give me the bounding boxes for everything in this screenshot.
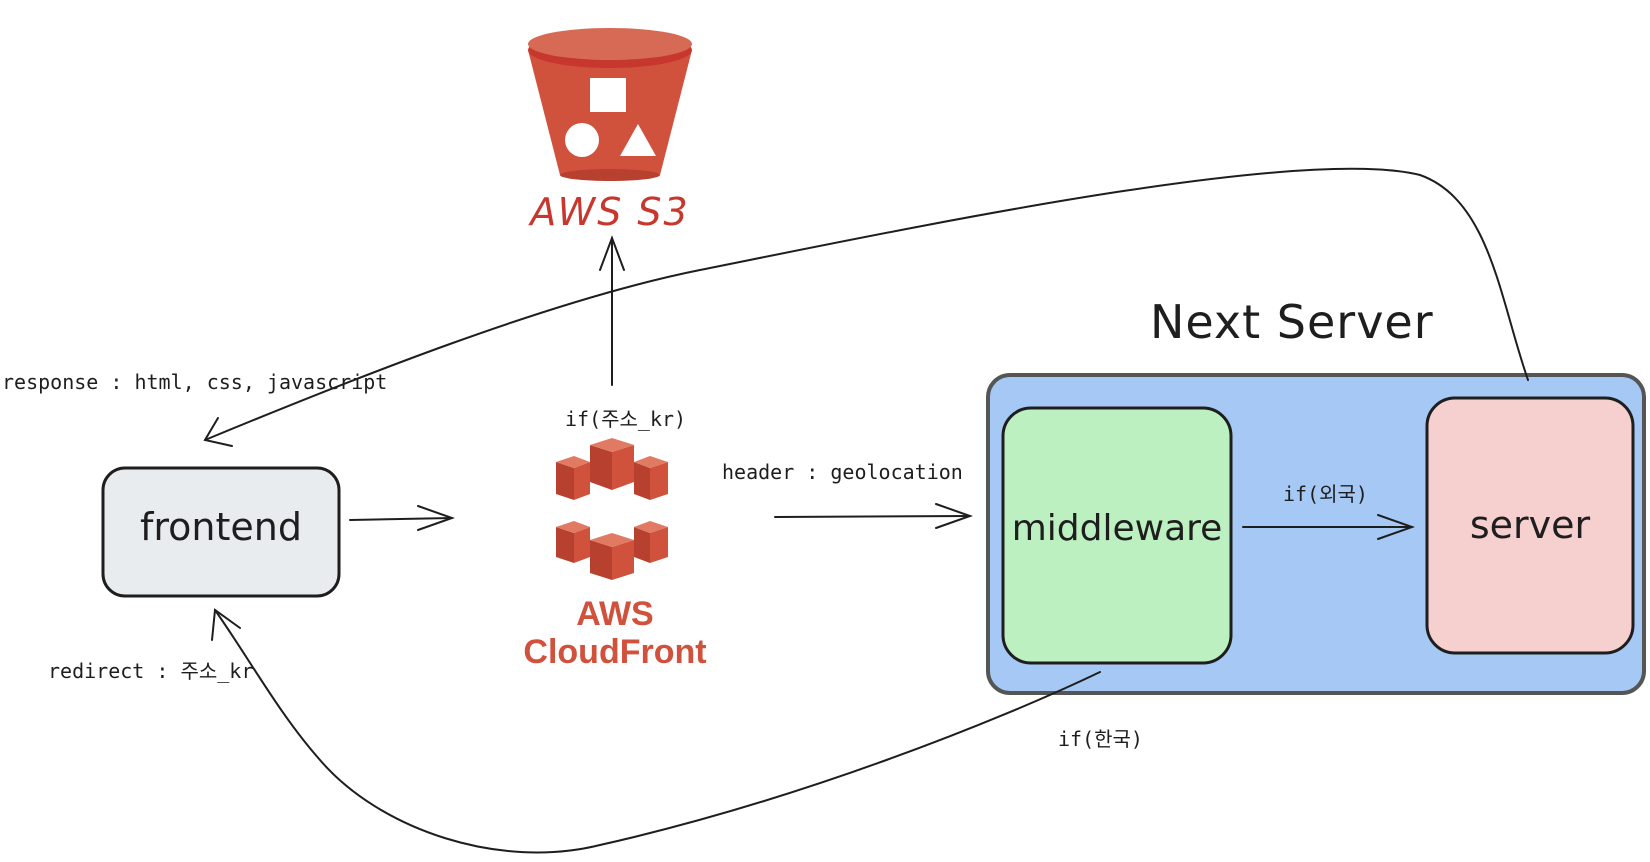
frontend-label: frontend [140, 505, 302, 549]
arrow-server-to-frontend [204, 167, 1529, 441]
cloudfront-label-line1: AWS [576, 595, 654, 633]
server-box [1425, 396, 1635, 655]
s3-label: AWS S3 [530, 190, 690, 234]
s3-bucket-icon [528, 28, 692, 181]
edge-label-if-korea: if(한국) [1058, 727, 1143, 751]
server-label: server [1469, 503, 1591, 547]
edge-label-header: header : geolocation [722, 460, 963, 484]
frontend-box [101, 466, 341, 598]
edge-label-redirect: redirect : 주소_kr [48, 659, 254, 683]
arrow-middleware-to-frontend [214, 609, 1101, 854]
next-server-label: Next Server [1150, 295, 1434, 349]
arrow-frontend-to-cloudfront [349, 517, 453, 521]
edge-label-if-kr-s3: if(주소_kr) [565, 407, 687, 431]
cloudfront-label: AWS CloudFront [505, 595, 725, 671]
cloudfront-label-line2: CloudFront [523, 633, 707, 671]
arrow-cloudfront-to-middleware [774, 515, 971, 518]
edge-label-if-foreign: if(외국) [1283, 482, 1368, 506]
edge-label-response: response : html, css, javascript [2, 370, 388, 394]
middleware-box [1001, 406, 1233, 665]
cloudfront-icon [556, 438, 668, 580]
middleware-label: middleware [1011, 508, 1223, 549]
